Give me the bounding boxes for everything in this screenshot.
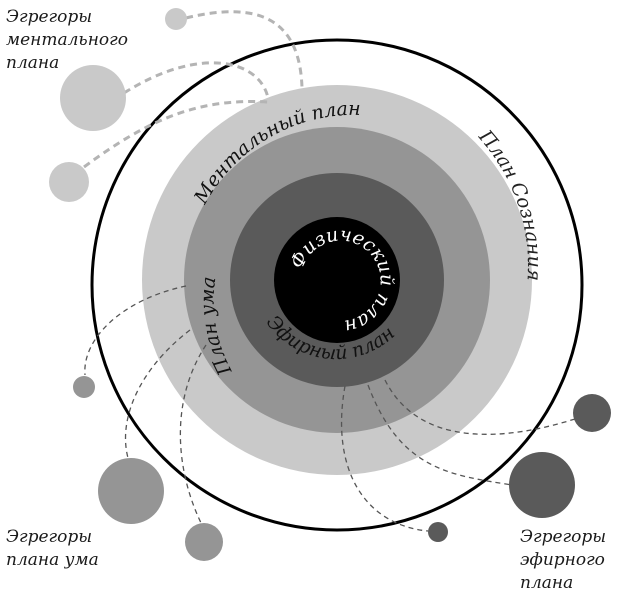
etheric-egregor-link-small: [340, 385, 429, 532]
mental-egregor-mid: [49, 162, 89, 202]
mind-egregors-caption: Эгрегоры плана ума: [6, 527, 99, 570]
mental-egregor-link-mid: [83, 100, 269, 169]
mental-egregors-caption: Эгрегоры ментального плана: [6, 7, 133, 73]
physical-plane-core: [274, 217, 400, 343]
etheric-egregors-caption: Эгрегоры эфирного плана: [520, 527, 612, 591]
mental-egregor-link-small: [185, 10, 304, 89]
etheric-egregor-small: [428, 522, 448, 542]
mind-egregor-link-small: [84, 285, 187, 376]
mind-egregor-link-low: [179, 344, 207, 526]
etheric-egregor-link-large: [367, 384, 513, 486]
mind-egregor-low: [185, 523, 223, 561]
mental-egregor-small: [165, 8, 187, 30]
mind-egregor-link-large: [124, 329, 191, 459]
mind-egregor-small: [73, 376, 95, 398]
etheric-egregor-link-top: [384, 379, 579, 435]
etheric-egregor-large: [509, 452, 575, 518]
mind-egregor-large: [98, 458, 164, 524]
etheric-egregor-top: [573, 394, 611, 432]
mental-egregor-large: [60, 65, 126, 131]
mental-egregor-link-large: [123, 61, 270, 99]
